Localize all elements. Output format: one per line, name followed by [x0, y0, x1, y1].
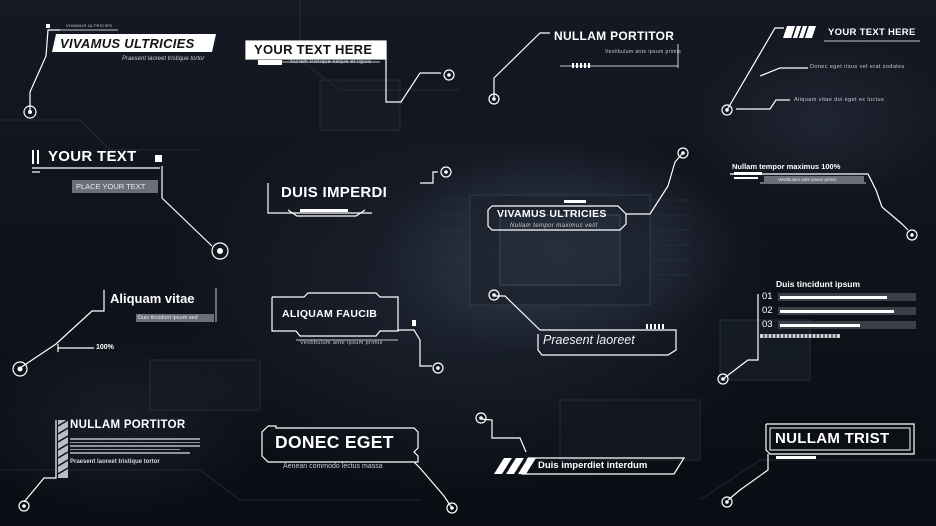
- g12-item-label: 01: [762, 291, 773, 302]
- g4-line1: Donec eget risus vel erat sodales: [810, 64, 905, 70]
- g1-subtitle: Praesent laoreet tristique tortor: [122, 56, 205, 62]
- g1-title: VIVAMUS ULTRICIES: [60, 36, 195, 51]
- g15-title: Duis imperdiet interdum: [538, 460, 648, 471]
- g9-percent: 100%: [96, 344, 114, 351]
- g13-body-lines: [70, 436, 200, 456]
- g12-progress-track: [778, 321, 916, 329]
- g8-subtitle: Vestibulum ante ipsum primis: [764, 176, 864, 183]
- g10-title: ALIQUAM FAUCIB: [282, 308, 378, 320]
- g1-small-label: VIVAMUS ULTRICIES: [66, 23, 113, 28]
- g12-progress-fill: [780, 324, 860, 327]
- g9-subtitle: Duis tincidunt ipsum sed: [136, 314, 214, 322]
- g4-title: YOUR TEXT HERE: [828, 27, 916, 38]
- g12-progress-fill: [780, 310, 894, 313]
- g12-item-label: 03: [762, 319, 773, 330]
- g12-title: Duis tincidunt ipsum: [776, 279, 861, 289]
- g4-line2: Aliquam vitae dui eget ex luctus: [794, 97, 885, 103]
- g2-title: YOUR TEXT HERE: [254, 42, 373, 57]
- g6-title: DUIS IMPERDI: [281, 184, 388, 201]
- g3-title: NULLAM PORTITOR: [554, 29, 675, 43]
- g12-progress-fill: [780, 296, 887, 299]
- g8-title: Nullam tempor maximus 100%: [732, 162, 841, 171]
- g5-subtitle: PLACE YOUR TEXT: [72, 180, 158, 193]
- g5-title: YOUR TEXT: [48, 148, 137, 165]
- g10-subtitle: Vestibulum ante ipsum primis: [300, 340, 383, 346]
- g13-subtitle: Praesent laoreet tristique tortor: [70, 459, 160, 465]
- g12-item-label: 02: [762, 305, 773, 316]
- g7-title: VIVAMUS ULTRICIES: [497, 208, 607, 220]
- g9-title: Aliquam vitae: [110, 291, 195, 306]
- g14-title: DONEC EGET: [275, 432, 394, 452]
- g2-subtitle: Nullam tristique neque et ligula: [290, 59, 372, 65]
- g11-title: Praesent laoreet: [543, 333, 635, 347]
- g14-subtitle: Aenean commodo lectus massa: [283, 463, 383, 470]
- g16-title: NULLAM TRIST: [775, 430, 890, 447]
- g12-progress-track: [778, 293, 916, 301]
- g3-subtitle: Vestibulum ante ipsum primis: [605, 49, 682, 55]
- g7-subtitle: Nullam tempor maximus velit: [510, 223, 598, 229]
- g12-progress-track: [778, 307, 916, 315]
- g13-title: NULLAM PORTITOR: [70, 419, 186, 431]
